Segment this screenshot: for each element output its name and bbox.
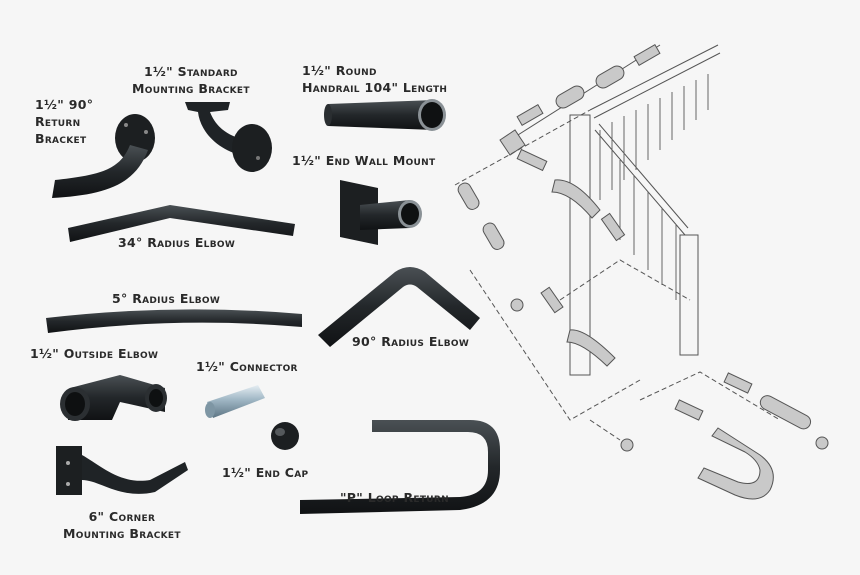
corner-mounting-bracket-image [56,446,188,495]
outside-elbow-label: 1½" Outside Elbow [30,345,158,362]
radius-elbow-5-label: 5° Radius Elbow [112,290,220,307]
connector-image [205,385,265,418]
end-wall-mount-image [340,180,422,245]
corner-mounting-bracket-label: 6" Corner Mounting Bracket [63,508,181,542]
standard-mounting-bracket-label: 1½" Standard Mounting Bracket [132,63,250,97]
end-wall-mount-label: 1½" End Wall Mount [292,152,435,169]
radius-elbow-5-image [46,309,302,333]
p-loop-return-image [300,420,500,514]
label-line: Return [35,114,81,129]
radius-elbow-90-label: 90° Radius Elbow [352,333,469,350]
label-line: Bracket [35,131,87,146]
label-line: Handrail 104" Length [302,80,448,95]
label-line: 34° Radius Elbow [118,235,236,250]
end-cap-image [271,422,299,450]
end-cap-label: 1½" End Cap [222,464,308,481]
label-line: "P" Loop Return [340,490,449,505]
p-loop-return-label: "P" Loop Return [340,489,449,506]
outside-elbow-image [60,375,167,421]
label-line: Mounting Bracket [63,526,181,541]
label-line: 1½" Round [302,63,377,78]
label-line: 1½" End Wall Mount [292,153,436,168]
connector-label: 1½" Connector [196,358,298,375]
return-bracket-image [52,114,155,198]
round-handrail-label: 1½" Round Handrail 104" Length [302,62,447,96]
round-handrail-image [324,99,446,131]
return-bracket-label: 1½" 90° Return Bracket [35,96,93,147]
label-line: 1½" Outside Elbow [30,346,159,361]
label-line: 1½" Connector [196,359,298,374]
label-line: 6" Corner [88,509,156,524]
label-line: 1½" End Cap [222,465,309,480]
label-line: 90° Radius Elbow [352,334,470,349]
radius-elbow-90-image [318,267,480,347]
label-line: Mounting Bracket [132,81,250,96]
label-line: 1½" 90° [35,97,94,112]
standard-mounting-bracket-image [185,102,272,172]
label-line: 5° Radius Elbow [112,291,221,306]
assembly-diagram [454,43,829,500]
radius-elbow-34-label: 34° Radius Elbow [118,234,235,251]
radius-elbow-34-image [68,205,295,242]
label-line: 1½" Standard [143,64,238,79]
